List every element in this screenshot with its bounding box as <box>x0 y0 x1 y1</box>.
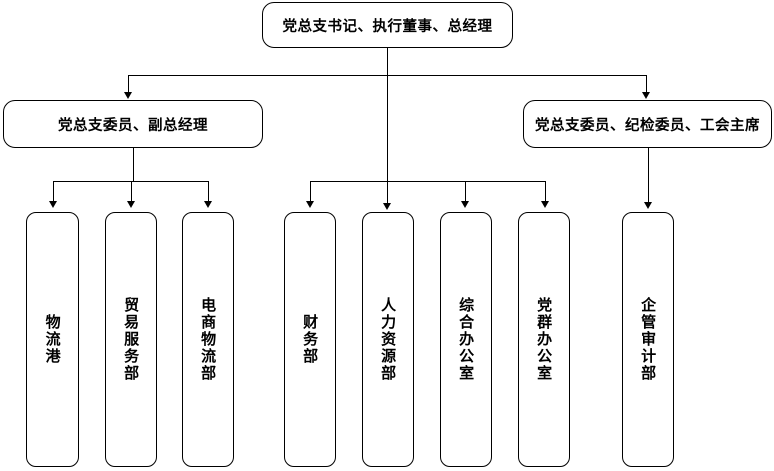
arrowhead-enterprise-audit <box>644 202 652 209</box>
arrowhead-general-office <box>461 201 469 208</box>
arrowhead-trade-service <box>127 201 135 208</box>
node-label: 贸易服务部 <box>122 297 141 382</box>
connector-drop-general-office <box>465 181 466 203</box>
connector-drop-level1-right <box>646 75 647 94</box>
connector-drop-trade-service <box>131 181 132 203</box>
node-logistics-port[interactable]: 物流港 <box>26 212 79 467</box>
connector-drop-logistics-port <box>53 181 54 203</box>
arrowhead-logistics-port <box>49 201 57 208</box>
connector-trunk-center <box>387 48 388 205</box>
node-label: 党总支委员、纪检委员、工会主席 <box>535 117 760 134</box>
node-label: 综合办公室 <box>457 297 476 382</box>
node-label: 电商物流部 <box>199 297 218 382</box>
node-human-resources-dept[interactable]: 人力资源部 <box>362 212 414 467</box>
node-top-party-secretary[interactable]: 党总支书记、执行董事、总经理 <box>262 2 513 48</box>
node-label: 财务部 <box>301 314 320 365</box>
connector-drop-level1-left <box>128 75 129 94</box>
node-ecommerce-logistics-dept[interactable]: 电商物流部 <box>182 212 234 467</box>
node-trade-service-dept[interactable]: 贸易服务部 <box>105 212 157 467</box>
connector-bus-center-group <box>310 181 545 182</box>
connector-drop-right-group <box>648 148 649 204</box>
arrowhead-finance <box>306 201 314 208</box>
arrowhead-center-to-hr <box>383 203 391 210</box>
connector-drop-finance <box>310 181 311 203</box>
node-general-office[interactable]: 综合办公室 <box>440 212 492 467</box>
arrowhead-level1-left <box>124 92 132 99</box>
arrowhead-party-mass-office <box>541 201 549 208</box>
node-label: 企管审计部 <box>639 297 658 382</box>
node-union-chair[interactable]: 党总支委员、纪检委员、工会主席 <box>523 100 772 148</box>
connector-bus-level1 <box>128 75 646 76</box>
arrowhead-level1-right <box>642 92 650 99</box>
node-label: 党总支委员、副总经理 <box>58 117 208 134</box>
arrowhead-ecommerce <box>204 201 212 208</box>
node-vice-gm[interactable]: 党总支委员、副总经理 <box>3 100 263 148</box>
node-label: 党群办公室 <box>535 297 554 382</box>
connector-drop-party-mass-office <box>545 181 546 203</box>
node-label: 党总支书记、执行董事、总经理 <box>282 18 493 35</box>
node-label: 物流港 <box>43 314 62 365</box>
node-party-mass-office[interactable]: 党群办公室 <box>518 212 570 467</box>
node-finance-dept[interactable]: 财务部 <box>284 212 336 467</box>
node-enterprise-audit-dept[interactable]: 企管审计部 <box>622 212 674 467</box>
connector-drop-ecommerce <box>208 181 209 203</box>
node-label: 人力资源部 <box>379 297 398 382</box>
connector-drop-left-group <box>133 148 134 181</box>
